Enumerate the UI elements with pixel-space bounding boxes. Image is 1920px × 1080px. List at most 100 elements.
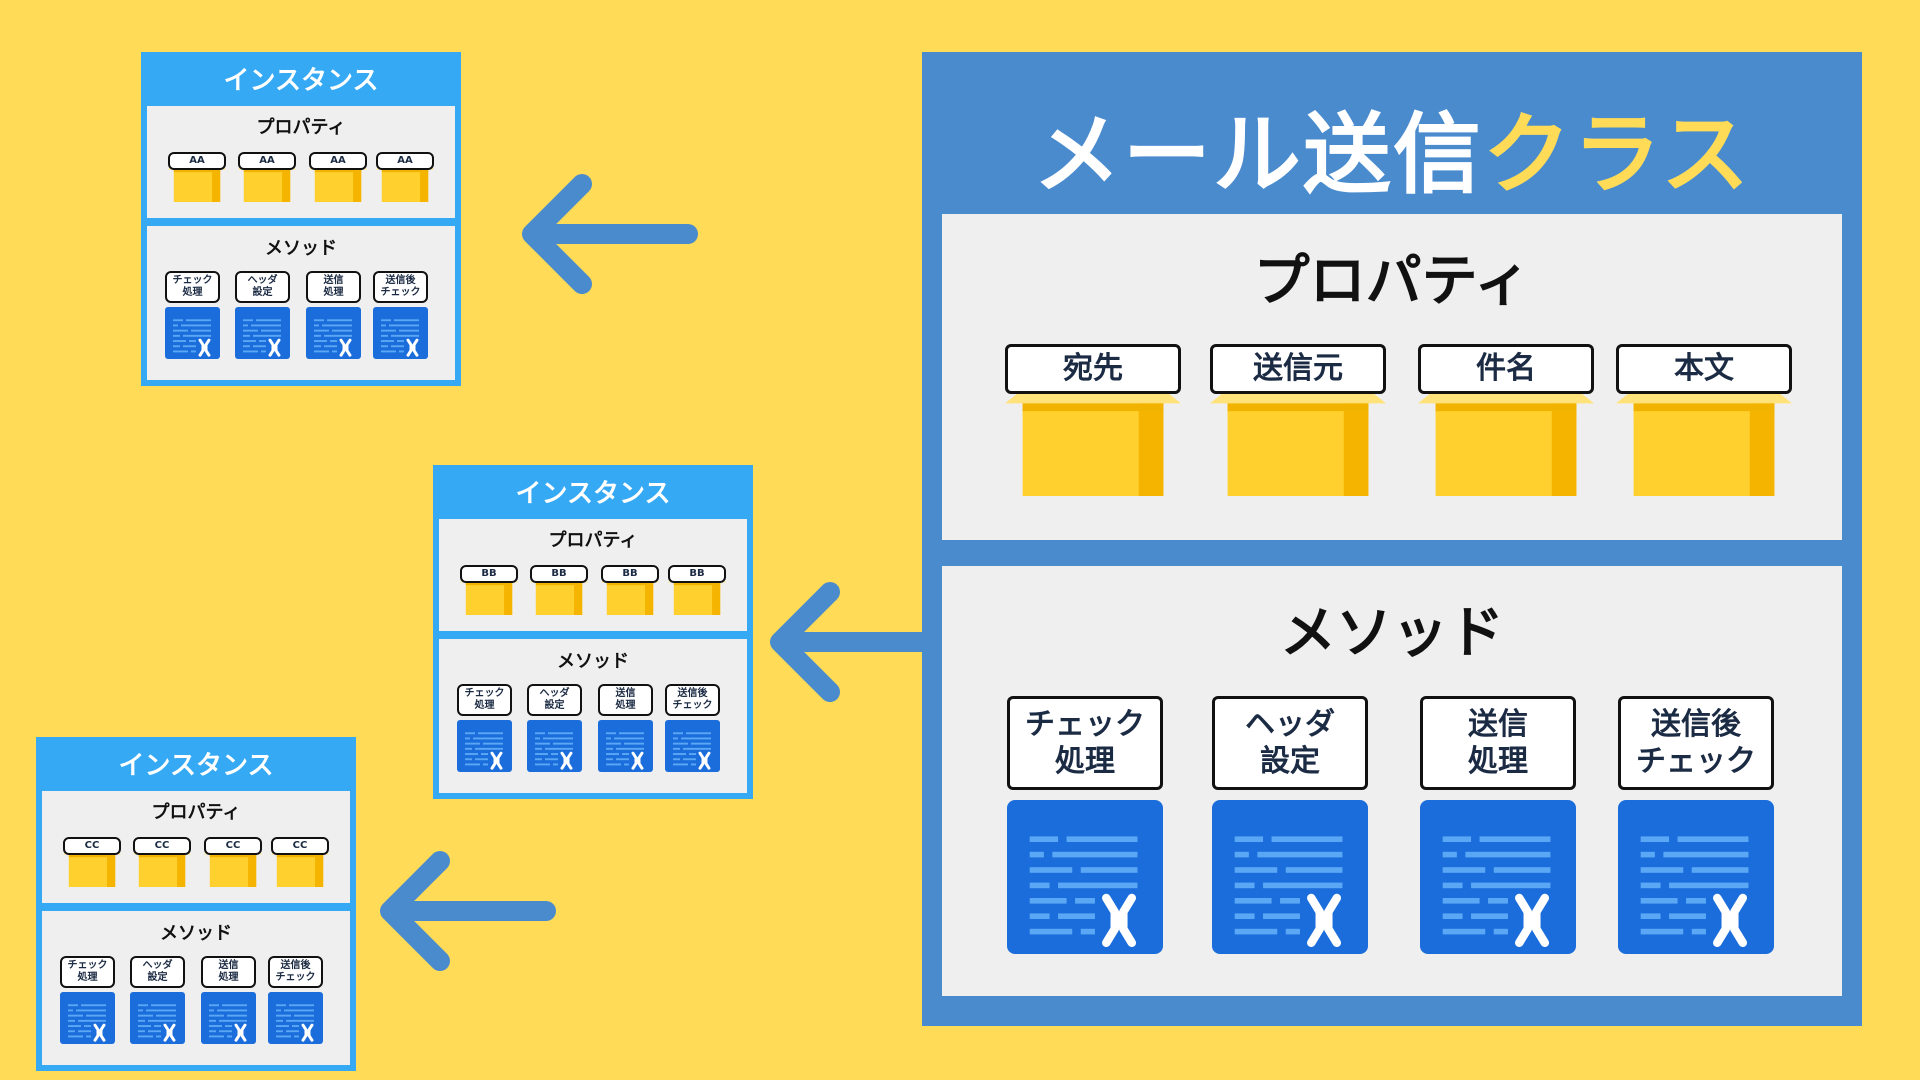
property-item: 宛先 (1005, 344, 1181, 496)
method-label-line: チェック (67, 959, 108, 971)
property-label: BB (460, 565, 518, 583)
property-label: 件名 (1418, 344, 1594, 394)
method-label-line: ヘッダ (539, 687, 570, 699)
property-label: BB (668, 565, 726, 583)
method-item: 送信処理 (201, 956, 256, 1044)
property-item: 送信元 (1210, 344, 1386, 496)
class-title: メール送信クラス (1032, 103, 1752, 206)
method-label-line: 処理 (218, 972, 239, 983)
method-item: ヘッダ設定 (1212, 696, 1368, 954)
method-label: チェック処理 (457, 684, 512, 716)
method-label: チェック処理 (60, 956, 115, 988)
arrow-left-icon (380, 851, 556, 971)
method-label: チェック処理 (1007, 696, 1163, 790)
document-wrench-icon (1234, 836, 1343, 947)
method-label: チェック処理 (165, 271, 220, 303)
document-wrench-icon (465, 732, 503, 770)
method-label-line: ヘッダ (142, 959, 173, 971)
method-document (1212, 800, 1368, 954)
method-document (527, 720, 582, 772)
method-label: 送信処理 (1420, 696, 1576, 790)
class-method-title: メソッド (1280, 601, 1504, 666)
method-document (1420, 800, 1576, 954)
document-wrench-icon (243, 319, 281, 357)
property-label: 送信元 (1210, 344, 1386, 394)
method-label: 送信後チェック (268, 956, 323, 988)
method-label-line: 処理 (615, 700, 636, 711)
method-label: 送信後チェック (665, 684, 720, 716)
method-label-line: 処理 (474, 700, 495, 711)
method-item: 送信後チェック (373, 271, 428, 359)
document-wrench-icon (276, 1004, 314, 1042)
document-wrench-icon (1442, 836, 1551, 947)
property-item: BB (530, 565, 588, 615)
method-label-line: 処理 (1055, 744, 1115, 779)
property-label: AA (376, 152, 434, 170)
method-document (598, 720, 653, 772)
cardboard-box-icon (1418, 388, 1594, 496)
method-document (268, 992, 323, 1044)
document-wrench-icon (1029, 836, 1138, 947)
method-document (1618, 800, 1774, 954)
property-item: BB (460, 565, 518, 615)
method-label-line: 設定 (1260, 744, 1320, 779)
method-label-line: 処理 (1468, 744, 1528, 779)
property-item: CC (271, 837, 329, 887)
property-label: AA (309, 152, 367, 170)
document-wrench-icon (209, 1004, 247, 1042)
method-document (457, 720, 512, 772)
method-item: 送信後チェック (1618, 696, 1774, 954)
method-item: ヘッダ設定 (527, 684, 582, 772)
method-document (1007, 800, 1163, 954)
property-item: AA (238, 152, 296, 202)
cardboard-box-icon (309, 164, 367, 202)
property-label: 宛先 (1005, 344, 1181, 394)
property-label: CC (63, 837, 121, 855)
method-label: ヘッダ設定 (130, 956, 185, 988)
property-item: CC (204, 837, 262, 887)
method-label-line: チェック (672, 700, 713, 711)
method-label-line: ヘッダ (247, 274, 278, 286)
property-label: BB (601, 565, 659, 583)
instance-title: インスタンス (515, 479, 671, 509)
method-label: ヘッダ設定 (235, 271, 290, 303)
method-label-line: 送信後 (385, 274, 416, 286)
method-label-line: 設定 (252, 287, 273, 298)
method-label-line: チェック (172, 274, 213, 286)
method-label-line: チェック (380, 287, 421, 298)
method-item: 送信処理 (598, 684, 653, 772)
document-wrench-icon (673, 732, 711, 770)
method-item: ヘッダ設定 (130, 956, 185, 1044)
method-label: 送信処理 (201, 956, 256, 988)
method-document (130, 992, 185, 1044)
instance-method-title: メソッド (557, 651, 629, 672)
method-label-line: 送信 (218, 959, 239, 971)
property-label: AA (168, 152, 226, 170)
arrow-left-icon (770, 582, 924, 702)
method-document (373, 307, 428, 359)
method-label-line: 設定 (147, 972, 168, 983)
instance-title: インスタンス (118, 751, 274, 781)
instance-title: インスタンス (223, 66, 379, 96)
property-label: 本文 (1616, 344, 1792, 394)
document-wrench-icon (138, 1004, 176, 1042)
property-item: AA (168, 152, 226, 202)
property-label: CC (204, 837, 262, 855)
method-label-line: ヘッダ (1245, 706, 1335, 742)
property-item: CC (133, 837, 191, 887)
document-wrench-icon (606, 732, 644, 770)
arrow-left-icon (522, 174, 698, 294)
cardboard-box-icon (1005, 388, 1181, 496)
method-label: 送信処理 (598, 684, 653, 716)
method-label-line: 送信後 (1651, 706, 1741, 742)
method-document (165, 307, 220, 359)
property-item: 本文 (1616, 344, 1792, 496)
document-wrench-icon (314, 319, 352, 357)
method-label-line: 送信後 (280, 959, 311, 971)
method-document (235, 307, 290, 359)
method-label-line: 送信後 (677, 687, 708, 699)
method-item: 送信後チェック (665, 684, 720, 772)
method-label-line: 送信 (323, 274, 344, 286)
instance-property-title: プロパティ (151, 802, 241, 823)
property-label: AA (238, 152, 296, 170)
